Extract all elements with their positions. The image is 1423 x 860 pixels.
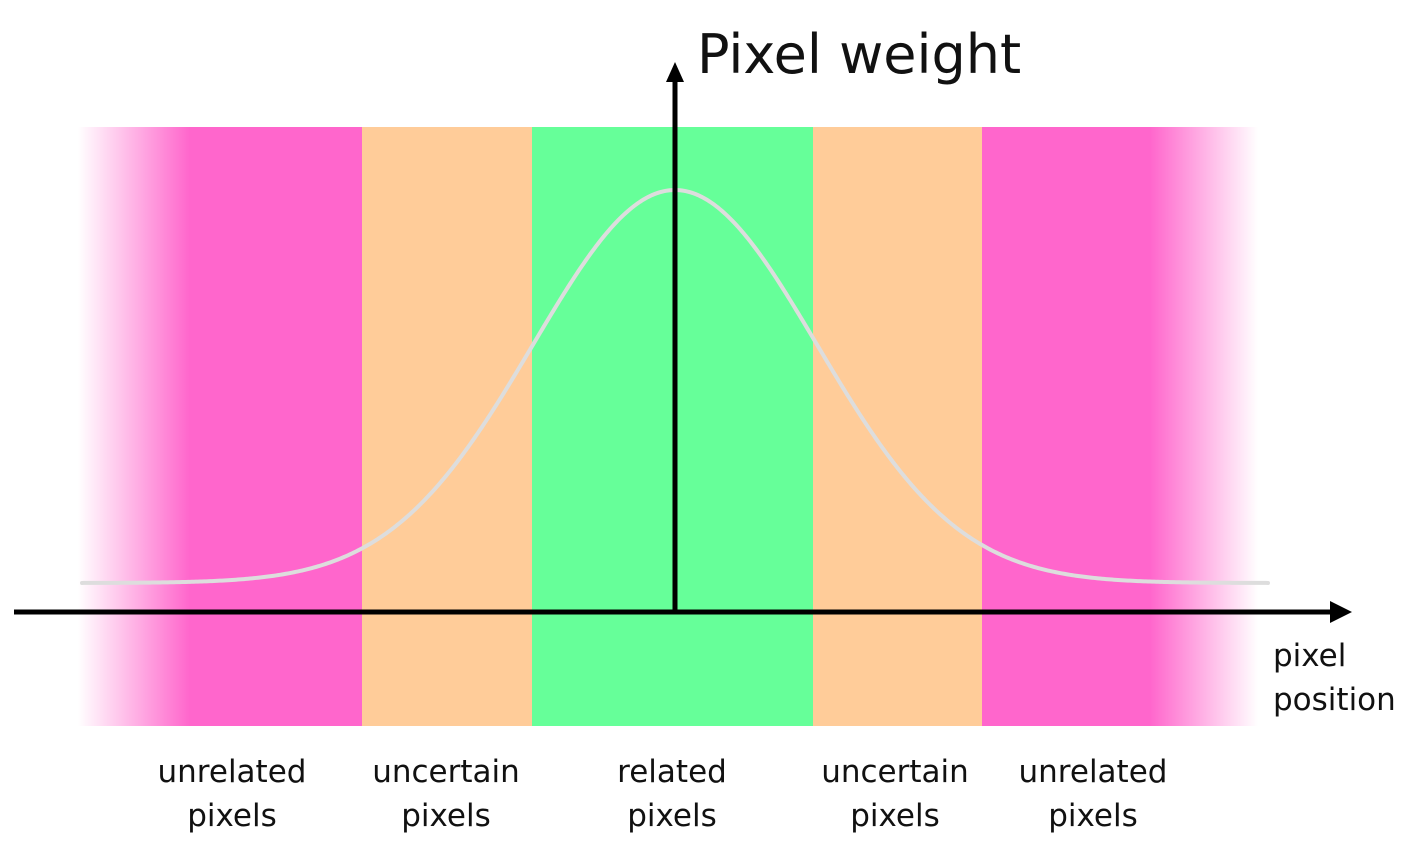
band-label-uncertain-left: uncertain pixels — [346, 750, 546, 838]
y-axis-arrowhead — [666, 62, 684, 82]
y-axis-title: Pixel weight — [697, 23, 1022, 86]
band-label-line2: pixels — [850, 798, 940, 834]
band-label-line2: pixels — [1048, 798, 1138, 834]
band-label-line1: uncertain — [821, 754, 969, 790]
band-label-unrelated-right: unrelated pixels — [993, 750, 1193, 838]
band-label-unrelated-left: unrelated pixels — [132, 750, 332, 838]
region-bands — [78, 127, 1258, 726]
x-axis-title-line1: pixel — [1273, 638, 1347, 674]
band-label-line1: related — [617, 754, 727, 790]
band-uncertain — [813, 127, 982, 726]
left-edge-fade — [78, 127, 190, 726]
band-label-line1: unrelated — [157, 754, 307, 790]
band-label-line2: pixels — [187, 798, 277, 834]
x-axis-title: pixel position — [1273, 634, 1396, 722]
band-label-related: related pixels — [572, 750, 772, 838]
x-axis-arrowhead — [1330, 601, 1352, 623]
x-axis-title-line2: position — [1273, 682, 1396, 718]
right-edge-fade — [1150, 127, 1258, 726]
band-label-uncertain-right: uncertain pixels — [795, 750, 995, 838]
band-label-line2: pixels — [401, 798, 491, 834]
band-label-line1: unrelated — [1018, 754, 1168, 790]
band-label-line1: uncertain — [372, 754, 520, 790]
band-label-line2: pixels — [627, 798, 717, 834]
band-uncertain — [362, 127, 532, 726]
